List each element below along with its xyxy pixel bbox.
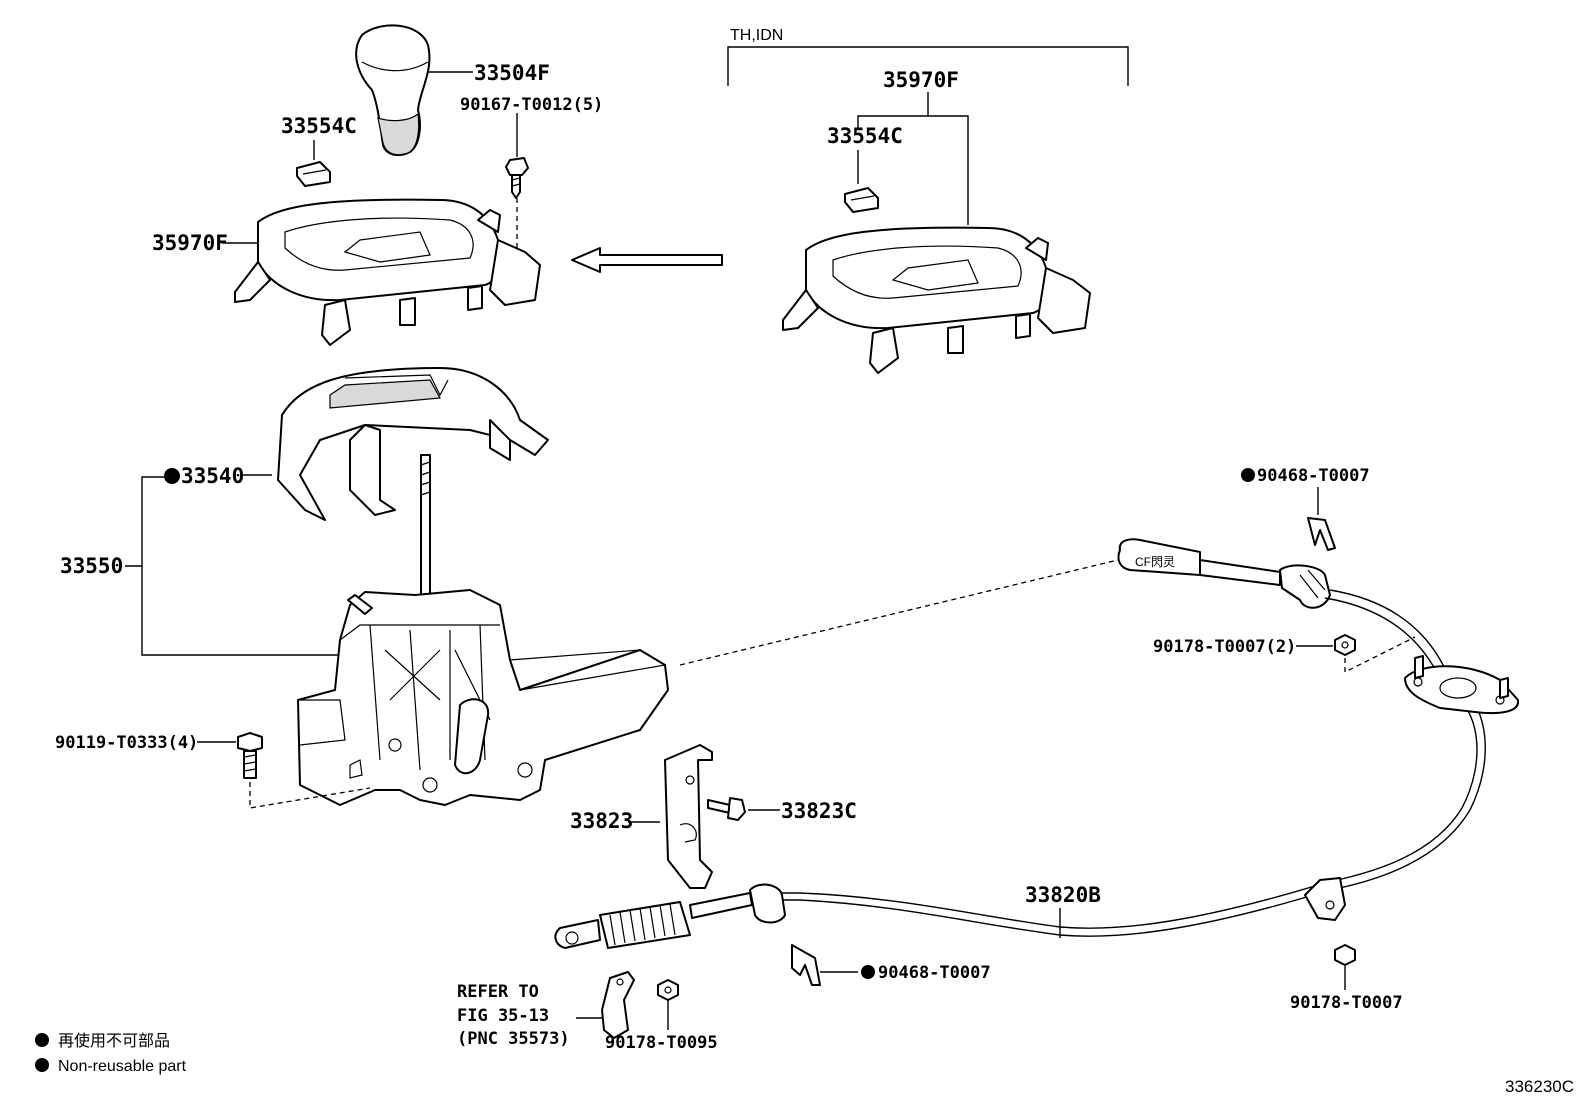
cable-clamp-drawing [1304,877,1346,921]
bolt-left-drawing [237,732,263,779]
label-cover: 33540 [181,464,244,488]
refer-bracket-drawing [601,971,635,1039]
shift-knob-drawing [355,24,431,157]
label-cable: 33820B [1025,883,1101,907]
label-clip-right: 33554C [827,124,903,148]
legend-japanese: 再使用不可部品 [58,1032,170,1050]
leader-line [928,115,969,225]
cable-path [750,589,1486,937]
cover-drawing [277,367,549,521]
label-refer-line3: (PNC 35573) [457,1029,570,1049]
legend-marker-jp [35,1033,49,1047]
label-bezel-left: 35970F [152,231,228,255]
label-bolt-left: 90119-T0333(4) [55,733,198,753]
clip-right-drawing [844,187,879,213]
bolt-bracket-drawing [707,797,746,821]
label-retainer-bottom: 90468-T0007 [878,963,991,983]
screw-top-drawing [505,157,529,199]
bezel-right-drawing [782,226,1091,374]
lever-rod [420,454,431,616]
label-nut-right: 90178-T0007 [1290,993,1403,1013]
variant-bracket [727,46,1129,86]
nonreusable-marker [164,468,180,484]
label-clip-left: 33554C [281,114,357,138]
cable-bracket-drawing [1404,655,1520,715]
direction-arrow [571,247,723,273]
nonreusable-marker [1241,468,1255,482]
bezel-left-drawing [234,198,541,346]
dashed-line [1344,636,1416,674]
label-nut-bottom: 90178-T0095 [605,1033,718,1053]
retainer-bottom-drawing [791,944,821,986]
nut-right-drawing [1334,944,1356,966]
dashed-line [679,559,1119,666]
label-refer-line2: FIG 35-13 [457,1006,549,1026]
label-refer-line1: REFER TO [457,982,539,1002]
nut-bottom-drawing [657,979,679,1001]
label-lever-assy: 33550 [60,554,123,578]
label-bracket: 33823 [570,809,633,833]
cable-path-inner [750,597,1478,929]
retainer-top-drawing [1307,517,1336,551]
cable-lower-end-drawing [554,883,786,949]
nut-bracket-drawing [1334,634,1356,656]
label-retainer-top: 90468-T0007 [1257,466,1370,486]
label-nut-bracket: 90178-T0007(2) [1153,637,1296,657]
leader-line [857,92,929,128]
cable-end-marking: CF閃灵 [1135,555,1175,569]
label-bolt-bracket: 33823C [781,799,857,823]
label-screw-top: 90167-T0012(5) [460,95,603,115]
nonreusable-marker [861,965,875,979]
clip-left-drawing [296,161,331,187]
shift-lever-drawing [297,454,669,806]
label-variant-header: TH,IDN [730,27,783,44]
label-shift-knob: 33504F [474,61,550,85]
figure-id: 336230C [1505,1077,1574,1096]
legend-english: Non-reusable part [58,1058,187,1075]
legend-marker-en [35,1058,49,1072]
label-bezel-right: 35970F [883,68,959,92]
cable-end-drawing: CF閃灵 [1117,538,1331,609]
bracket-drawing [664,744,713,889]
